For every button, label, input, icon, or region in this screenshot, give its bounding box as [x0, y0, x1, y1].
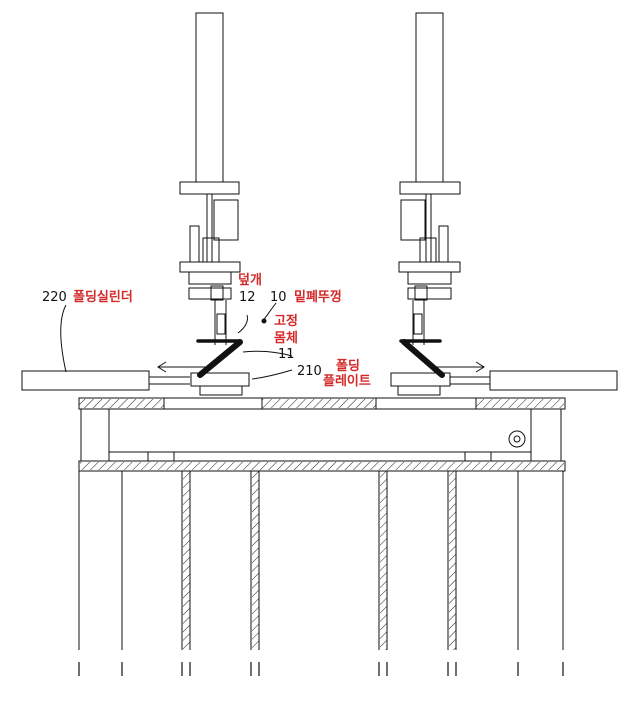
leader-12 [237, 314, 248, 334]
table-frame [78, 397, 566, 472]
leader-11 [242, 350, 293, 357]
label-cover-kr: 덮개 [238, 272, 262, 288]
label-cylinder-num: 220 [42, 290, 67, 305]
left-motion-arrow [157, 361, 205, 373]
right-column-assembly [398, 12, 461, 345]
label-cylinder-kr: 폴딩실린더 [73, 289, 133, 305]
knob-center-icon [513, 435, 521, 443]
left-column-assembly [179, 12, 241, 345]
right-folding-plate [390, 372, 451, 396]
left-folding-cylinder [21, 370, 190, 391]
label-plate-num: 210 [297, 364, 322, 379]
label-cover-num: 12 [239, 290, 256, 305]
marker-dot [261, 318, 267, 324]
label-bottom-lid-num: 10 [270, 290, 287, 305]
leader-220 [60, 304, 67, 373]
left-bottom-lid [197, 339, 243, 378]
label-body-num: 11 [278, 347, 295, 362]
knob-icon [508, 430, 526, 448]
left-folding-plate [190, 372, 250, 396]
label-plate-kr-1: 폴딩 [336, 358, 360, 374]
label-bottom-lid-kr: 밑폐뚜껑 [294, 289, 342, 305]
legs [78, 471, 564, 676]
label-fixed-1: 고정 [274, 313, 298, 329]
label-plate-kr-2: 플레이트 [323, 373, 371, 389]
right-folding-cylinder [450, 370, 618, 391]
right-bottom-lid [401, 339, 445, 378]
label-fixed-2: 몸체 [274, 331, 298, 346]
leader-210 [251, 369, 293, 380]
right-motion-arrow [436, 361, 485, 373]
